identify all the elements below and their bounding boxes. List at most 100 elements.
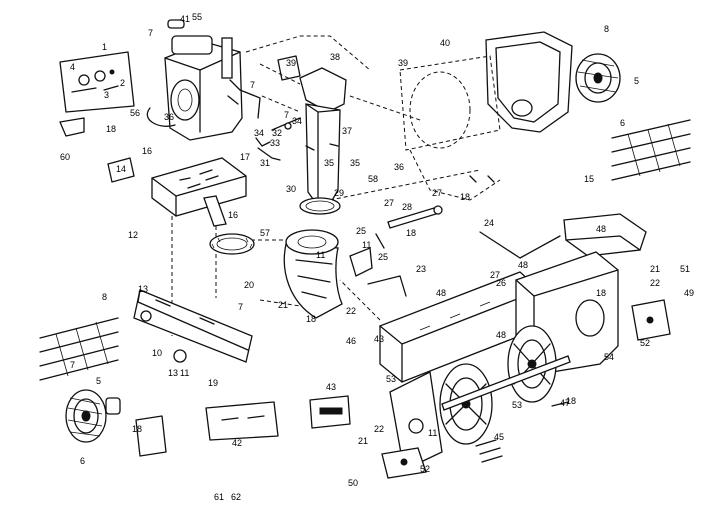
callout-label: 5 <box>96 376 101 386</box>
skid-shoe-right <box>631 299 671 341</box>
callout-label: 7 <box>284 110 289 120</box>
callout-label: 11 <box>362 240 371 250</box>
callout-label: 17 <box>240 152 250 162</box>
decal-41 <box>277 55 301 81</box>
callout-label: 48 <box>436 288 446 298</box>
callout-label: 27 <box>384 198 394 208</box>
callout-label: 53 <box>512 400 522 410</box>
callout-label: 26 <box>496 278 506 288</box>
callout-label: 35 <box>324 158 334 168</box>
engine-assembly <box>146 19 261 141</box>
callout-label: 7 <box>250 80 255 90</box>
callout-label: 28 <box>402 202 412 212</box>
callout-label: 18 <box>460 192 470 202</box>
callout-label: 43 <box>326 382 336 392</box>
engine-mount-frame <box>59 117 247 227</box>
callout-label: 12 <box>128 230 138 240</box>
callout-label: 40 <box>440 38 450 48</box>
callout-label: 55 <box>192 12 202 22</box>
callout-labels: 1234556677777881011111111121313141516161… <box>60 12 694 502</box>
callout-label: 54 <box>604 352 614 362</box>
callout-label: 35 <box>350 158 360 168</box>
callout-label: 27 <box>432 188 442 198</box>
ring-gear <box>209 233 255 255</box>
callout-label: 5 <box>634 76 639 86</box>
callout-label: 7 <box>148 28 153 38</box>
callout-label: 21 <box>358 436 368 446</box>
callout-label: 27 <box>490 270 500 280</box>
callout-label: 2 <box>120 78 125 88</box>
callout-label: 16 <box>228 210 238 220</box>
callout-label: 58 <box>368 174 378 184</box>
callout-label: 11 <box>316 250 325 260</box>
callout-label: 53 <box>386 374 396 384</box>
key-parts-box <box>59 51 135 113</box>
callout-label: 10 <box>152 348 162 358</box>
callout-label: 21 <box>278 300 288 310</box>
callout-label: 56 <box>130 108 140 118</box>
callout-label: 48 <box>518 260 528 270</box>
shift-rod <box>349 231 561 297</box>
callout-label: 25 <box>378 252 388 262</box>
callout-label: 18 <box>596 288 606 298</box>
skid-shoe-bottom <box>381 447 427 479</box>
callout-label: 15 <box>584 174 594 184</box>
callout-label: 30 <box>286 184 296 194</box>
callout-label: 50 <box>348 478 358 488</box>
hardware-box-45 <box>205 401 279 441</box>
callout-label: 7 <box>70 360 75 370</box>
callout-label: 24 <box>484 218 494 228</box>
side-plate <box>389 371 443 471</box>
callout-label: 18 <box>132 424 142 434</box>
callout-label: 6 <box>80 456 85 466</box>
callout-label: 39 <box>398 58 408 68</box>
callout-label: 41 <box>180 14 190 24</box>
bolts <box>475 401 569 463</box>
callout-label: 22 <box>650 278 660 288</box>
callout-label: 3 <box>104 90 109 100</box>
callout-label: 22 <box>374 424 384 434</box>
tire-chain-right <box>611 119 691 181</box>
callout-label: 31 <box>260 158 270 168</box>
callout-label: 32 <box>272 128 282 138</box>
callout-label: 36 <box>394 162 404 172</box>
callout-label: 33 <box>270 138 280 148</box>
wheel-left <box>65 389 121 443</box>
callout-label: 21 <box>650 264 660 274</box>
callout-label: 48 <box>596 224 606 234</box>
callout-label: 49 <box>684 288 694 298</box>
callout-label: 34 <box>292 116 302 126</box>
callout-label: 45 <box>494 432 504 442</box>
callout-label: 11 <box>428 428 437 438</box>
callout-label: 48 <box>496 330 506 340</box>
callout-label: 43 <box>374 334 384 344</box>
callout-label: 29 <box>334 188 344 198</box>
callout-label: 8 <box>604 24 609 34</box>
callout-label: 52 <box>420 464 430 474</box>
callout-label: 8 <box>102 292 107 302</box>
callout-label: 16 <box>142 146 152 156</box>
callout-label: 13 <box>138 284 148 294</box>
callout-label: 47 <box>560 398 570 408</box>
fan-housing <box>283 229 343 319</box>
callout-label: 37 <box>342 126 352 136</box>
callout-label: 60 <box>60 152 70 162</box>
callout-label: 20 <box>244 280 254 290</box>
hardware-box-46 <box>309 395 351 429</box>
wheel-right <box>575 53 621 103</box>
callout-label: 23 <box>416 264 426 274</box>
callout-label: 18 <box>306 314 316 324</box>
side-bracket <box>563 213 647 257</box>
callout-label: 61 <box>214 492 224 502</box>
callout-label: 25 <box>356 226 366 236</box>
chute-crank <box>255 117 301 161</box>
callout-label: 38 <box>330 52 340 62</box>
callout-label: 42 <box>232 438 242 448</box>
drive-shaft <box>375 205 443 249</box>
callout-label: 19 <box>208 378 218 388</box>
callout-label: 36 <box>164 112 174 122</box>
callout-label: 57 <box>260 228 270 238</box>
callout-label: 4 <box>70 62 75 72</box>
callout-label: 22 <box>346 306 356 316</box>
